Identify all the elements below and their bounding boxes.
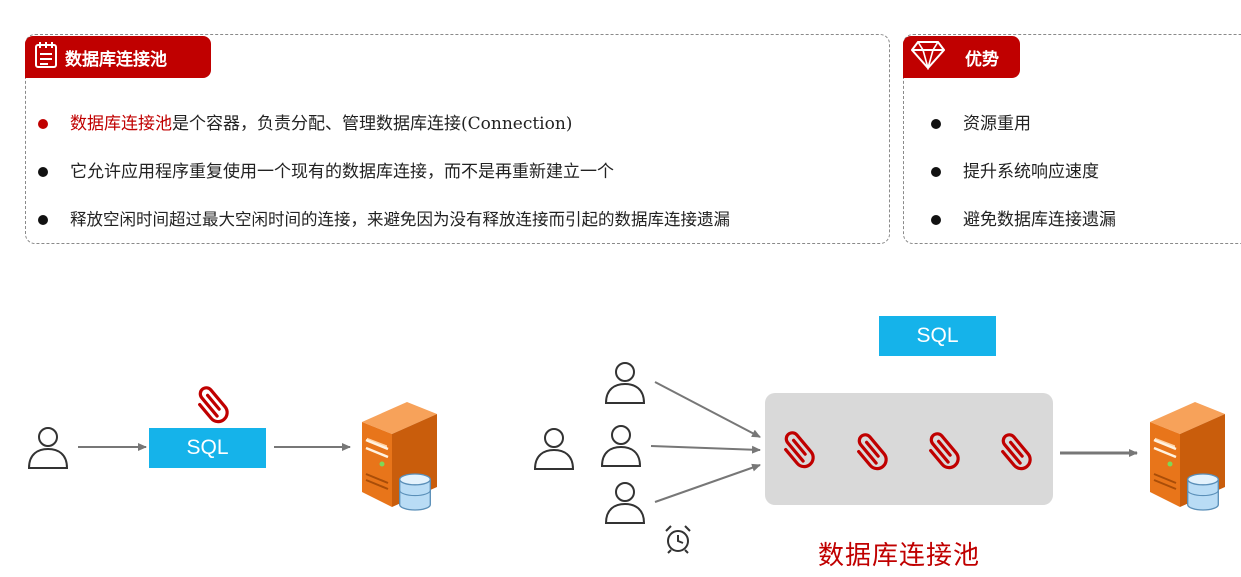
bullet-dot <box>38 119 48 129</box>
bullet-dot <box>931 119 941 129</box>
connection-pool-info-panel <box>25 34 890 244</box>
list-item: 提升系统响应速度 <box>931 158 1231 206</box>
sql-box: SQL <box>149 428 266 468</box>
database-icon <box>1185 472 1221 512</box>
bullet-dot <box>931 215 941 225</box>
user-icon <box>603 479 647 525</box>
connection-pool-title-tag: 数据库连接池 <box>25 36 211 78</box>
paperclip-icon <box>995 428 1039 472</box>
bullet-highlight: 数据库连接池 <box>70 114 172 134</box>
advantages-panel <box>903 34 1241 244</box>
connection-pool-label: 数据库连接池 <box>818 541 981 571</box>
connection-pool-title: 数据库连接池 <box>65 49 167 70</box>
bullet-text: 释放空闲时间超过最大空闲时间的连接，来避免因为没有释放连接而引起的数据库连接遗漏 <box>70 210 730 229</box>
notepad-icon <box>33 41 65 74</box>
user-icon <box>603 359 647 405</box>
advantages-title-tag: 优势 <box>903 36 1020 78</box>
bullet-dot <box>38 215 48 225</box>
user-icon <box>599 422 643 468</box>
list-item: 释放空闲时间超过最大空闲时间的连接，来避免因为没有释放连接而引起的数据库连接遗漏 <box>38 206 888 254</box>
advantages-bullets: 资源重用 提升系统响应速度 避免数据库连接遗漏 <box>931 110 1231 254</box>
alarm-clock-icon <box>665 525 691 554</box>
bullet-dot <box>931 167 941 177</box>
paperclip-icon <box>923 427 967 471</box>
arrow-user2-to-pool <box>650 445 761 454</box>
connection-pool-bullets: 数据库连接池是个容器，负责分配、管理数据库连接(Connection) 它允许应… <box>38 110 888 254</box>
connection-pool-box <box>765 393 1053 505</box>
list-item: 它允许应用程序重复使用一个现有的数据库连接，而不是再重新建立一个 <box>38 158 888 206</box>
arrow-user3-to-pool <box>654 463 761 503</box>
database-icon <box>397 472 433 512</box>
bullet-text: 提升系统响应速度 <box>963 162 1099 182</box>
paperclip-icon <box>851 428 895 472</box>
bullet-text: 避免数据库连接遗漏 <box>963 210 1116 230</box>
bullet-text: 是个容器，负责分配、管理数据库连接(Connection) <box>172 114 573 134</box>
list-item: 避免数据库连接遗漏 <box>931 206 1231 254</box>
user-icon <box>532 425 576 471</box>
bullet-text: 资源重用 <box>963 114 1031 134</box>
list-item: 数据库连接池是个容器，负责分配、管理数据库连接(Connection) <box>38 110 888 158</box>
sql-box: SQL <box>879 316 996 356</box>
paperclip-icon <box>192 381 236 425</box>
advantages-title: 优势 <box>965 49 999 70</box>
bullet-text: 它允许应用程序重复使用一个现有的数据库连接，而不是再重新建立一个 <box>70 162 614 182</box>
bullet-dot <box>38 167 48 177</box>
diamond-icon <box>910 40 951 75</box>
arrow-user1-to-pool <box>654 381 761 438</box>
paperclip-icon <box>778 426 822 470</box>
list-item: 资源重用 <box>931 110 1231 158</box>
user-icon <box>26 424 70 470</box>
